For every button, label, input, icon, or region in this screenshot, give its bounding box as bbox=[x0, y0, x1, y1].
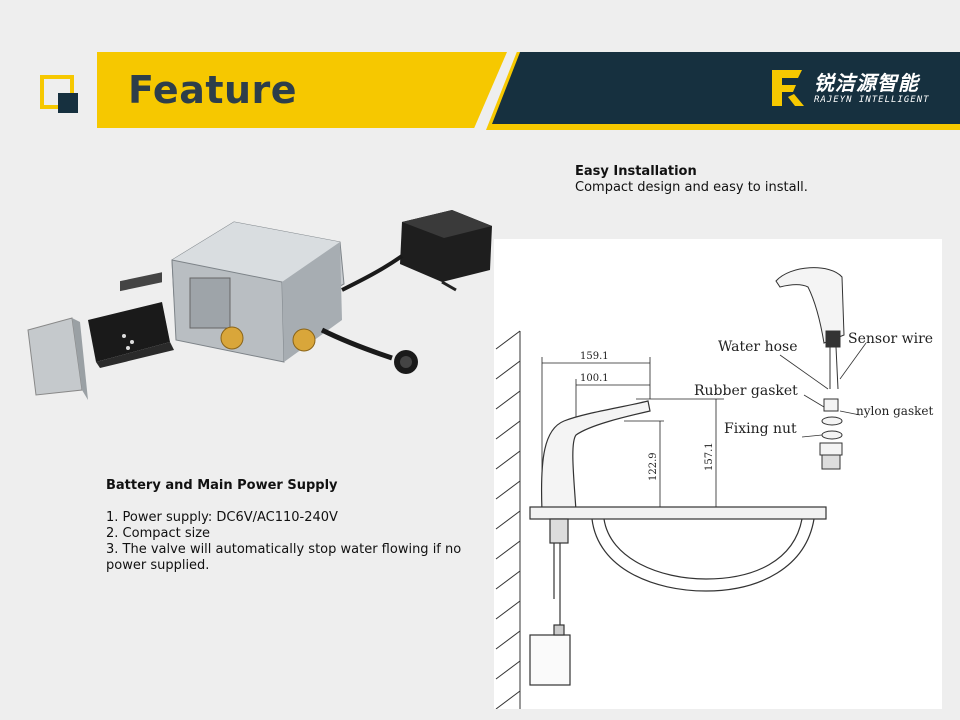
label-fixing-nut: Fixing nut bbox=[724, 421, 797, 437]
exploded-faucet bbox=[775, 267, 845, 470]
wall bbox=[495, 330, 521, 710]
installation-diagram: 159.1 100.1 122.9 157.1 bbox=[494, 239, 942, 710]
title-banner bbox=[97, 52, 507, 128]
brand-banner bbox=[492, 52, 960, 124]
list-item: 1. Power supply: DC6V/AC110-240V bbox=[106, 510, 338, 525]
under-sink-assembly bbox=[529, 518, 571, 686]
label-rubber-gasket: Rubber gasket bbox=[694, 383, 798, 399]
square-icon bbox=[40, 75, 78, 113]
faucet bbox=[540, 400, 651, 512]
list-item: 3. The valve will automatically stop wat… bbox=[106, 542, 462, 573]
basin bbox=[529, 506, 827, 592]
label-sensor-wire: Sensor wire bbox=[848, 331, 933, 347]
brand-name-english: RAJEYN INTELLIGENT bbox=[814, 95, 930, 105]
brand-logo-icon bbox=[772, 70, 804, 106]
dimension-spout-height: 122.9 bbox=[648, 452, 659, 481]
power-adapter bbox=[341, 210, 492, 292]
install-description: Compact design and easy to install. bbox=[575, 180, 808, 195]
dimension-spout-width: 100.1 bbox=[580, 373, 609, 384]
battery-pack bbox=[88, 272, 174, 368]
product-photo bbox=[27, 210, 492, 400]
battery-heading: Battery and Main Power Supply bbox=[106, 478, 338, 493]
battery-cover bbox=[27, 317, 88, 400]
leader-lines bbox=[779, 342, 867, 438]
dimension-total-height: 157.1 bbox=[704, 442, 715, 471]
label-water-hose: Water hose bbox=[718, 339, 798, 355]
control-box bbox=[171, 221, 345, 363]
brand-name-chinese: 锐洁源智能 bbox=[814, 71, 919, 95]
page-title: Feature bbox=[128, 68, 298, 112]
list-item: 2. Compact size bbox=[106, 526, 211, 541]
sensor-cable bbox=[320, 327, 418, 374]
label-nylon-gasket: nylon gasket bbox=[856, 404, 933, 418]
install-heading: Easy Installation bbox=[575, 164, 697, 179]
battery-section: Battery and Main Power Supply 1. Power s… bbox=[106, 478, 466, 574]
install-section: Easy Installation Compact design and eas… bbox=[575, 164, 808, 196]
dimension-total-width: 159.1 bbox=[580, 351, 609, 362]
